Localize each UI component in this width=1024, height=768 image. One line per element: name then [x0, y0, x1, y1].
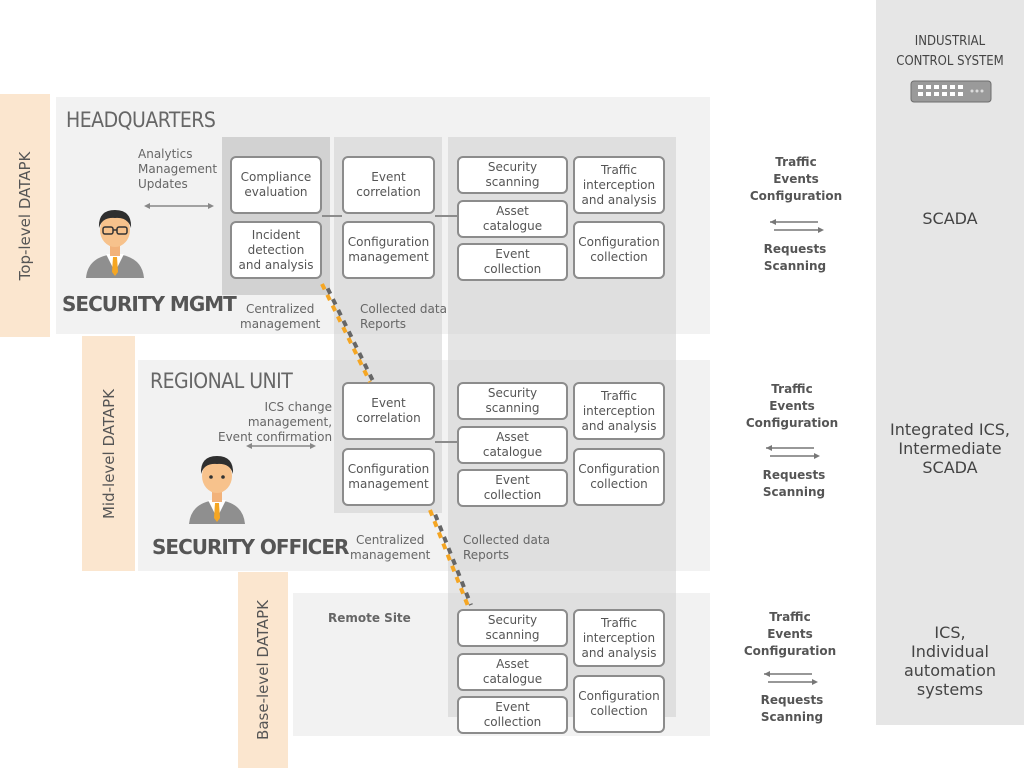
regional-security-scanning-box: Security scanning — [457, 382, 568, 420]
ics-title: INDUSTRIAL CONTROL SYSTEM — [896, 34, 1004, 69]
regional-event-correlation-box: Event correlation — [342, 382, 435, 440]
regional-flow-out-label: Traffic Events Configuration — [745, 382, 839, 430]
regional-config-collection-box: Configuration collection — [573, 448, 665, 506]
remote-traffic-box: Traffic interception and analysis — [573, 609, 665, 667]
hq-regional-dashed-link — [320, 282, 375, 383]
hq-collected-text: Collected data Reports — [360, 302, 447, 331]
regional-info-text: ICS change management, Event confirmatio… — [218, 400, 333, 444]
hq-flow-arrows — [770, 219, 824, 233]
regional-traffic-box: Traffic interception and analysis — [573, 382, 665, 440]
remote-flow-out-label: Traffic Events Configuration — [743, 610, 837, 658]
regional-flow-arrows — [766, 445, 820, 459]
regional-event-collection-box: Event collection — [457, 469, 568, 507]
remote-site-title: Remote Site — [328, 611, 411, 625]
ics-scada-label: SCADA — [922, 209, 978, 228]
hq-config-mgmt-box: Configuration management — [342, 221, 435, 279]
regional-collected-text: Collected data Reports — [463, 533, 550, 562]
hq-flow-out-label: Traffic Events Configuration — [749, 155, 843, 203]
hq-central-text: Centralized management — [240, 302, 321, 331]
ics-individual-label: ICS, Individual automation systems — [903, 623, 997, 699]
security-officer-label: SECURITY OFFICER — [152, 535, 349, 559]
headquarters-title: HEADQUARTERS — [66, 108, 216, 132]
mid-level-tab: Mid-level DATAPK — [82, 336, 135, 571]
hq-asset-catalogue-box: Asset catalogue — [457, 200, 568, 238]
regional-title: REGIONAL UNIT — [150, 369, 293, 393]
regional-remote-dashed-link — [428, 508, 473, 607]
hq-event-collection-box: Event collection — [457, 243, 568, 281]
ics-device-icon — [910, 80, 992, 103]
remote-flow-arrows — [764, 671, 818, 685]
top-level-tab: Top-level DATAPK — [0, 94, 50, 337]
remote-config-collection-box: Configuration collection — [573, 675, 665, 733]
hq-config-collection-box: Configuration collection — [573, 221, 665, 279]
hq-security-scanning-box: Security scanning — [457, 156, 568, 194]
hq-info-arrow — [144, 203, 214, 209]
base-level-tab: Base-level DATAPK — [238, 572, 288, 768]
hq-event-correlation-box: Event correlation — [342, 156, 435, 214]
remote-event-collection-box: Event collection — [457, 696, 568, 734]
hq-traffic-box: Traffic interception and analysis — [573, 156, 665, 214]
hq-flow-in-label: Requests Scanning — [763, 242, 827, 273]
ics-integrated-label: Integrated ICS, Intermediate SCADA — [889, 420, 1010, 477]
regional-config-mgmt-box: Configuration management — [342, 448, 435, 506]
security-officer-avatar — [189, 456, 245, 524]
remote-asset-catalogue-box: Asset catalogue — [457, 653, 568, 691]
regional-asset-catalogue-box: Asset catalogue — [457, 426, 568, 464]
remote-flow-in-label: Requests Scanning — [760, 693, 824, 724]
regional-info-arrow — [246, 443, 316, 449]
hq-connector-lines — [322, 215, 457, 217]
hq-info-text: Analytics Management Updates — [138, 147, 218, 191]
ics-column — [876, 0, 1024, 725]
regional-central-text: Centralized management — [350, 533, 431, 562]
regional-flow-in-label: Requests Scanning — [762, 468, 826, 499]
remote-security-scanning-box: Security scanning — [457, 609, 568, 647]
security-mgmt-avatar — [86, 210, 144, 278]
security-mgmt-label: SECURITY MGMT — [62, 292, 237, 316]
hq-compliance-box: Compliance evaluation — [230, 156, 322, 214]
hq-incident-box: Incident detection and analysis — [230, 221, 322, 279]
regional-connector-line — [435, 441, 457, 443]
